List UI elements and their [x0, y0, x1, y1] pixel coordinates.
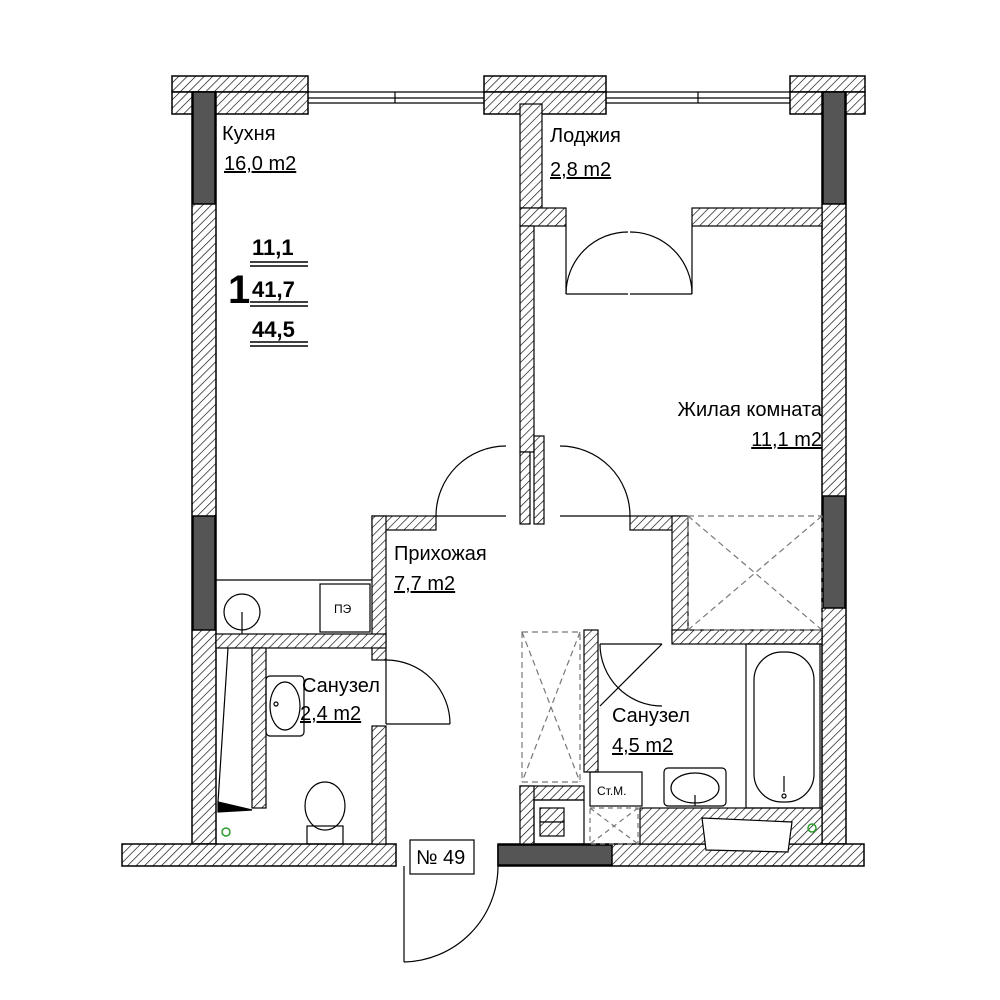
- room-loggia: Лоджия 2,8 m2: [550, 125, 621, 181]
- small-bath-fixtures: [217, 647, 346, 845]
- room-area: 2,4 m2: [300, 703, 361, 725]
- total-area-with-loggia: 44,5: [252, 317, 295, 342]
- apartment-number-box: № 49: [409, 839, 475, 875]
- room-name: Прихожая: [394, 543, 487, 565]
- shaft: [521, 631, 581, 783]
- outer-walls: [121, 91, 865, 867]
- riser-large-bath: [807, 823, 817, 833]
- facade-top: [171, 75, 866, 115]
- wardrobe: [687, 515, 823, 631]
- room-name: Жилая комната: [678, 399, 823, 421]
- apartment-number: № 49: [416, 847, 465, 869]
- room-name: Санузел: [302, 675, 380, 697]
- living-area: 11,1: [252, 235, 294, 260]
- kitchen-counter: [216, 579, 372, 634]
- loggia-doors: [565, 226, 693, 295]
- room-hall: Прихожая 7,7 m2: [394, 543, 487, 595]
- room-living: Жилая комната 11,1 m2: [678, 399, 823, 451]
- room-name: Санузел: [612, 705, 690, 727]
- room-area: 2,8 m2: [550, 159, 611, 181]
- window-kitchen: [308, 91, 484, 104]
- room-bathroom-large: Санузел 4,5 m2: [612, 705, 690, 757]
- room-area: 11,1 m2: [751, 429, 822, 451]
- interior-walls: [215, 103, 823, 845]
- hall-doors: [385, 445, 663, 963]
- total-area: 41,7: [252, 277, 295, 302]
- rooms-count: 1: [228, 268, 250, 312]
- room-name: Кухня: [222, 123, 276, 145]
- electric-panel-label: ПЭ: [334, 602, 352, 616]
- riser-label: Ст.М.: [597, 784, 627, 798]
- room-bathroom-small: Санузел 2,4 m2: [300, 675, 380, 725]
- room-area: 16,0 m2: [224, 153, 296, 175]
- large-bath-fixtures: [533, 643, 821, 853]
- riser-small-bath: [221, 827, 231, 837]
- room-area: 7,7 m2: [394, 573, 455, 595]
- room-kitchen: Кухня 16,0 m2: [222, 123, 296, 175]
- window-loggia: [606, 91, 790, 104]
- room-area: 4,5 m2: [612, 735, 673, 757]
- room-name: Лоджия: [550, 125, 621, 147]
- area-summary: 1 11,1 41,7 44,5: [228, 235, 308, 347]
